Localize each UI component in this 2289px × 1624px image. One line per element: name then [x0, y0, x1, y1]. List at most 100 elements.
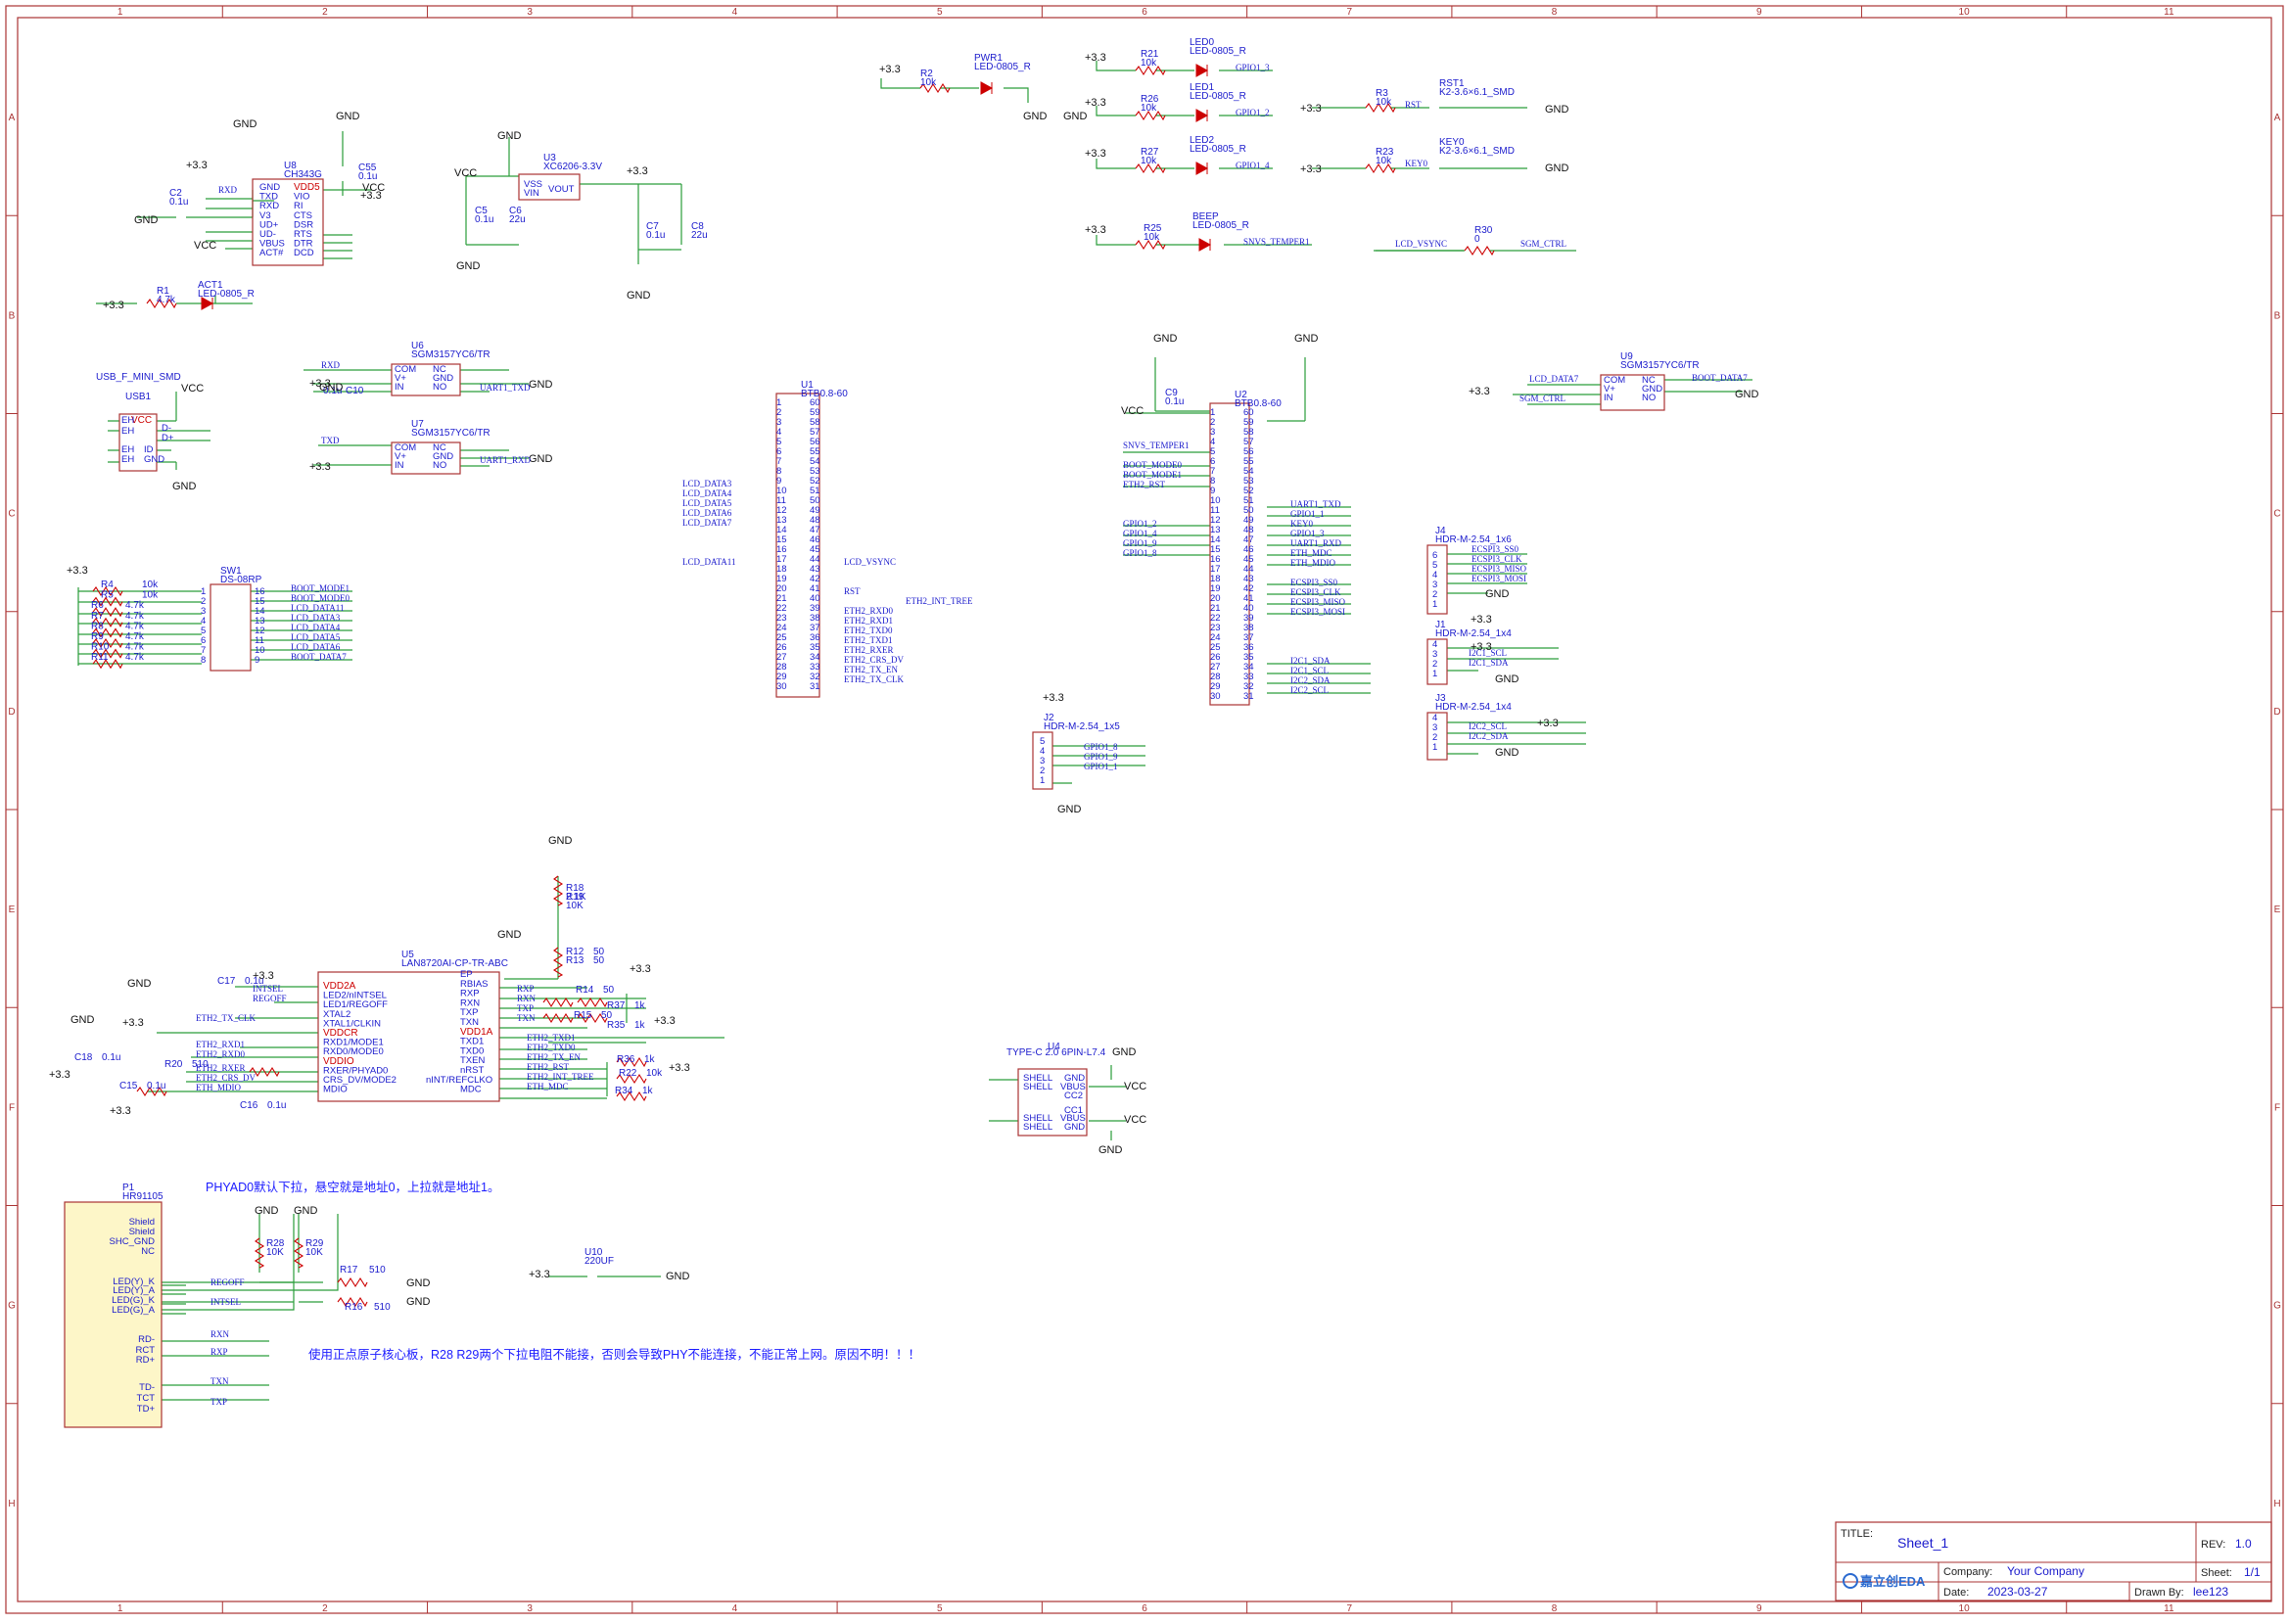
- led-ref: LED1: [1190, 82, 1214, 93]
- wires: [77, 61, 1752, 1401]
- u7-pin: COM: [395, 442, 416, 453]
- u1-body: [775, 393, 820, 698]
- u5-part-value: 1k: [634, 1020, 646, 1031]
- vcc-power-symbol: VCC: [1121, 405, 1144, 417]
- p1-pin: TD+: [137, 1404, 156, 1415]
- net-label: SNVS_TEMPER1: [1243, 237, 1310, 247]
- c7-value: 0.1u: [646, 230, 665, 241]
- usb-pin: EH: [121, 444, 134, 455]
- resistor-symbol: [92, 617, 123, 627]
- led-part: LED-0805_R: [1192, 220, 1249, 231]
- connector-pin-number: 30: [776, 681, 787, 692]
- p33-power-symbol: +3.3: [49, 1069, 70, 1081]
- header-pin-number: 2: [1432, 732, 1437, 743]
- gnd-power-symbol: GND: [1735, 389, 1759, 400]
- p1-pin: TD-: [139, 1382, 155, 1393]
- column-marker: 1: [117, 1603, 123, 1614]
- gnd-power-symbol: GND: [1057, 804, 1082, 815]
- sw1-resistor-value: 10k: [142, 580, 159, 590]
- gnd-power-symbol: GND: [1545, 162, 1569, 174]
- led-ref: LED2: [1190, 135, 1214, 146]
- net-label: I2C1_SDA: [1290, 656, 1331, 666]
- connector-pin-number: 6: [1210, 456, 1215, 467]
- p33-power-symbol: +3.3: [1469, 386, 1490, 397]
- jlc-logo-icon: 嘉立创EDA: [1843, 1573, 1926, 1589]
- net-label: GPIO1_1: [1290, 509, 1325, 519]
- row-marker: E: [9, 905, 16, 915]
- u5-body: [317, 971, 500, 1102]
- row-marker: A: [9, 113, 16, 123]
- sw1-resistor-ref: R10: [91, 642, 110, 653]
- net-label: ECSPI3_SS0: [1290, 578, 1338, 587]
- sw1-resistor-ref: R8: [91, 621, 104, 631]
- resistor-symbol: [92, 585, 123, 597]
- c6-value: 22u: [509, 214, 526, 225]
- gnd-power-symbol: GND: [1485, 588, 1510, 600]
- j3-ref: J3: [1435, 693, 1446, 704]
- net-label: RXN: [517, 994, 537, 1003]
- net-label: GPIO1_9: [1084, 752, 1118, 762]
- u5-pin-right: nRST: [460, 1065, 484, 1076]
- connector-pin-number: 57: [1243, 437, 1254, 447]
- u5-part-value: 1k: [642, 1086, 654, 1096]
- connector-pin-number: 41: [1243, 593, 1254, 604]
- connector-pin-number: 38: [1243, 623, 1254, 633]
- c8-value: 22u: [691, 230, 708, 241]
- resistor-symbol: [1464, 245, 1495, 256]
- u4-body: [1017, 1068, 1088, 1137]
- c10-value: 0.1u: [323, 386, 342, 396]
- net-label: LCD_DATA3: [291, 613, 341, 623]
- net-label: ECSPI3_CLK: [1290, 587, 1341, 597]
- connector-pin-number: 45: [1243, 554, 1254, 565]
- switch-pin-number: 11: [255, 635, 264, 646]
- net-label: ETH2_RXD1: [196, 1040, 245, 1049]
- j3-body: [1426, 712, 1448, 761]
- p1-resistor-ref: R29: [305, 1238, 324, 1249]
- net-label: I2C2_SDA: [1469, 731, 1509, 741]
- typec-pin: SHELL: [1023, 1073, 1052, 1084]
- net-label: RXN: [210, 1329, 230, 1339]
- p1-pin: LED(Y)_A: [113, 1285, 155, 1296]
- net-label: LCD_DATA5: [291, 632, 341, 642]
- led-ref: PWR1: [974, 53, 1003, 64]
- u5-part-ref: R14: [576, 985, 594, 996]
- j4-ref: J4: [1435, 526, 1446, 536]
- net-label: ETH2_CRS_DV: [196, 1073, 257, 1083]
- column-marker: 5: [937, 1603, 943, 1614]
- resistor-symbol: [92, 627, 123, 638]
- connector-pin-number: 16: [1210, 554, 1221, 565]
- gnd-power-symbol: GND: [529, 453, 553, 465]
- resistor-symbol: [1135, 162, 1166, 174]
- u5-part-ref: R20: [164, 1059, 183, 1070]
- header-pin-number: 1: [1432, 599, 1437, 610]
- connector-pin-number: 46: [1243, 544, 1254, 555]
- led-resistor-value: 10k: [920, 77, 937, 88]
- net-label: RXP: [210, 1347, 228, 1357]
- u5-part-ref: C18: [74, 1052, 93, 1063]
- connector-pin-number: 54: [810, 456, 820, 467]
- net-label: I2C2_SDA: [1290, 675, 1331, 685]
- led-resistor-ref: R21: [1141, 49, 1159, 60]
- net-label: LCD_DATA4: [291, 623, 341, 632]
- row-marker: C: [2273, 509, 2280, 520]
- connector-pin-number: 22: [1210, 613, 1221, 624]
- j1-ref: J1: [1435, 620, 1446, 630]
- connector-pin-number: 37: [810, 623, 820, 633]
- net-label: GPIO1_1: [1084, 762, 1118, 771]
- connector-pin-number: 25: [776, 632, 787, 643]
- net-label: TXN: [517, 1013, 536, 1023]
- connector-pin-number: 10: [1210, 495, 1221, 506]
- u5-pin-right: VDD1A: [460, 1027, 493, 1038]
- u5-pin-right: TXN: [460, 1017, 479, 1028]
- u7-pin: IN: [395, 460, 404, 471]
- net-label: GPIO1_3: [1290, 529, 1325, 538]
- connector-pin-number: 55: [810, 446, 820, 457]
- sheet-value: 1/1: [2244, 1565, 2261, 1579]
- led-diode-icon: [1198, 238, 1212, 252]
- switch-pin-number: 9: [255, 655, 259, 666]
- gnd-power-symbol: GND: [627, 290, 651, 302]
- sw1-resistor-ref: R4: [101, 580, 114, 590]
- resistor-symbol: [92, 648, 123, 659]
- rev-label: REV:: [2201, 1539, 2225, 1551]
- u5-pin-left: RXER/PHYAD0: [323, 1065, 388, 1076]
